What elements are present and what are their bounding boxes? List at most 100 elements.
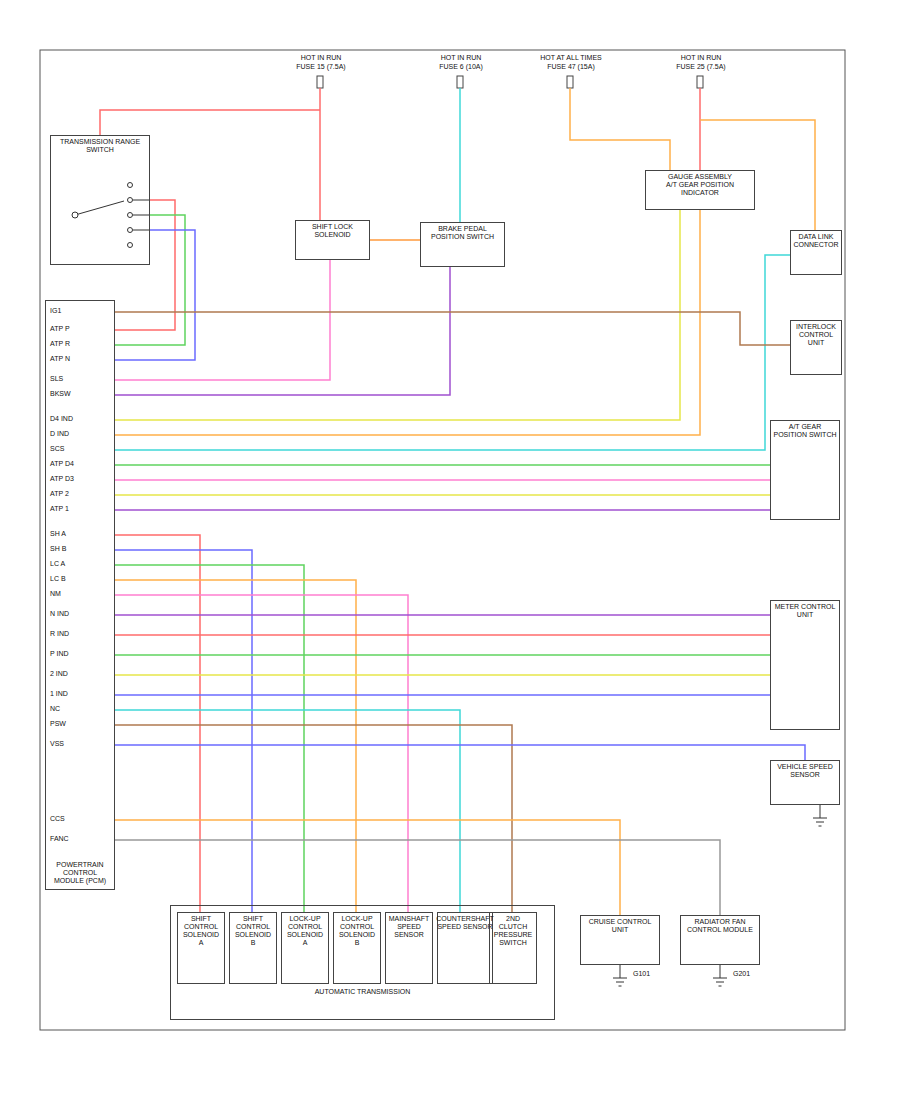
wire [115,710,460,912]
switch-lead [133,200,149,201]
wire [115,210,680,420]
wire [115,464,770,466]
pin-name: BKSW [49,390,72,398]
switch-pivot [72,212,78,218]
fuse-label: HOT IN RUN [410,54,512,62]
component-box: VEHICLE SPEED SENSOR [770,760,840,805]
wire [115,694,770,696]
pin-name: PSW [49,720,67,728]
component-name: COUNTERSHAFT SPEED SENSOR [436,915,493,931]
fuse-feeds [100,76,815,230]
pin-name: SLS [49,375,64,383]
component-box: LOCK-UP CONTROL SOLENOID A [281,912,329,984]
pin-name: 1 IND [49,690,69,698]
wire [115,674,770,676]
component-name: LOCK-UP CONTROL SOLENOID A [284,915,326,947]
ground-bar [716,982,724,983]
fuse-symbol [697,76,703,88]
wire [115,550,252,912]
switch-contact [128,198,133,203]
component-name: TRANSMISSION RANGE SWITCH [53,138,147,154]
switch-contact [128,183,133,188]
ground-bar [813,818,827,819]
switch-arm [75,201,124,215]
pin-name: R IND [49,630,70,638]
component-name: METER CONTROL UNIT [773,603,837,619]
feed-wire [100,110,320,135]
wire [115,565,304,912]
pin-name: NM [49,590,62,598]
pin-name: ATP P [49,325,71,333]
wire [115,479,770,481]
component-box: SHIFT LOCK SOLENOID [295,220,370,260]
pin-name: ATP D4 [49,460,75,468]
component-box: A/T GEAR POSITION SWITCH [770,420,840,520]
pin-name: N IND [49,610,70,618]
component-box: SHIFT CONTROL SOLENOID B [229,912,277,984]
wire [115,840,720,915]
wire [115,215,185,345]
ground-lead [720,965,721,978]
component-name: BRAKE PEDAL POSITION SWITCH [423,225,502,241]
component-box: LOCK-UP CONTROL SOLENOID B [333,912,381,984]
pin-name: ATP D3 [49,475,75,483]
pin-name: VSS [49,740,65,748]
component-note: A/T GEAR POSITION INDICATOR [648,181,752,197]
wire [115,725,512,912]
frame [40,50,845,1030]
wire [115,535,200,912]
feed-wire [319,88,321,220]
pin-name: IG1 [49,307,62,315]
wire [115,745,805,760]
switch-lead [133,230,149,231]
component-box: CRUISE CONTROL UNIT [580,915,660,965]
fuse-symbol [567,76,573,88]
ground-bar [819,826,822,827]
ground-bar [613,978,627,979]
component-name: CRUISE CONTROL UNIT [583,918,657,934]
ground-bar [619,986,622,987]
component-box: 2ND CLUTCH PRESSURE SWITCH [489,912,537,984]
component-name: SHIFT LOCK SOLENOID [298,223,367,239]
pin-name: LC A [49,560,66,568]
fuse-label: HOT AT ALL TIMES [520,54,622,62]
switch-lead [133,215,149,216]
ground-bar [616,982,624,983]
component-box: COUNTERSHAFT SPEED SENSOR [437,912,493,984]
switch-contact [128,243,133,248]
pin-name: CCS [49,815,66,823]
ground-lead [620,965,621,978]
pin-name: 2 IND [49,670,69,678]
ground-bar [713,978,727,979]
pin-name: SH B [49,545,67,553]
pin-name: ATP 1 [49,505,70,513]
fuse-label: HOT IN RUN [270,54,372,62]
fuse-symbol [317,76,323,88]
component-box: DATA LINK CONNECTOR [790,230,842,275]
component-housing: AUTOMATIC TRANSMISSIONSHIFT CONTROL SOLE… [170,905,555,1020]
wire [115,260,330,380]
component-box: TRANSMISSION RANGE SWITCH [50,135,150,265]
wire [115,494,770,496]
pin-name: D IND [49,430,70,438]
component-name: 2ND CLUTCH PRESSURE SWITCH [492,915,534,947]
fuse-label: HOT IN RUN [650,54,752,62]
ground-label: G201 [732,970,751,978]
component-name: LOCK-UP CONTROL SOLENOID B [336,915,378,947]
wire [115,634,770,636]
wire [115,200,175,330]
component-name: A/T GEAR POSITION SWITCH [773,423,837,439]
wire [115,267,450,395]
component-name: RADIATOR FAN CONTROL MODULE [683,918,757,934]
feed-wire [570,88,670,170]
fuse-label: FUSE 6 (10A) [410,63,512,71]
fuse-label: FUSE 25 (7.5A) [650,63,752,71]
fuse-label: FUSE 47 (15A) [520,63,622,71]
wire [115,312,790,345]
pin-name: FANC [49,835,70,843]
component-box: GAUGE ASSEMBLYA/T GEAR POSITION INDICATO… [645,170,755,210]
feed-wire [459,88,461,222]
component-name: INTERLOCK CONTROL UNIT [793,323,839,347]
